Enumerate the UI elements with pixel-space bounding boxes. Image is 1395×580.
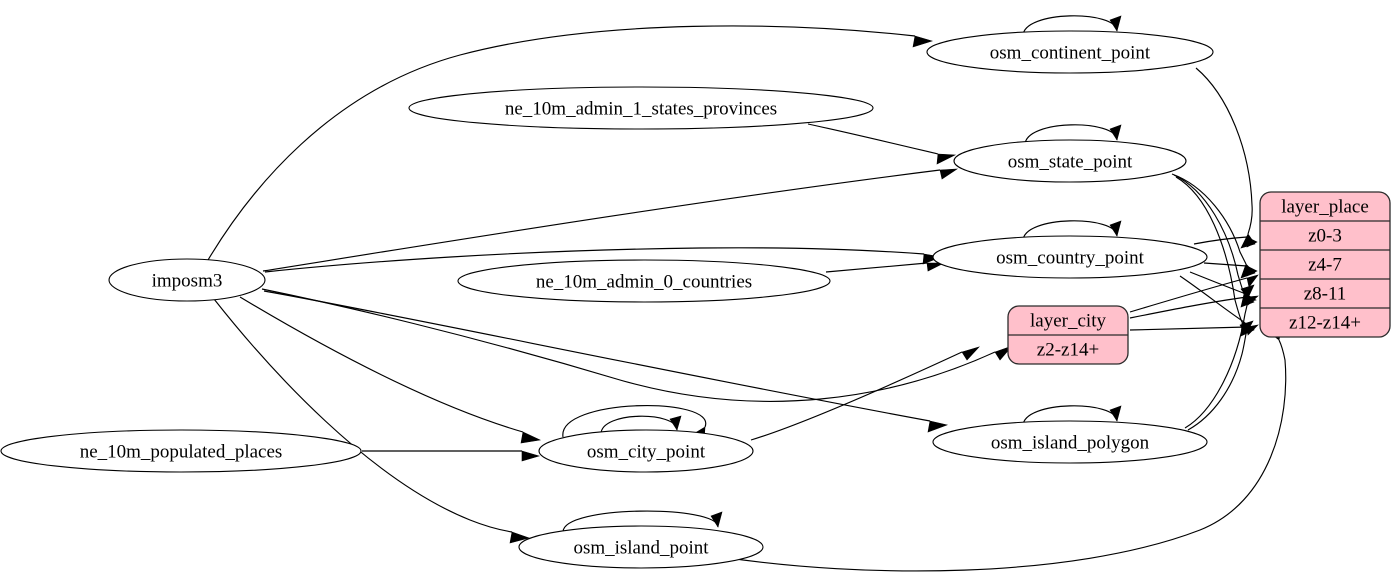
node-layer_city[interactable]: layer_city z2-z14+ xyxy=(1007,305,1129,365)
node-ne_10m_admin_1_states_provinces-label: ne_10m_admin_1_states_provinces xyxy=(505,99,777,120)
arrowhead-imposm3-osm_island_polygon xyxy=(927,420,949,433)
node-layer_city-row-z2-z14[interactable]: z2-z14+ xyxy=(1037,340,1099,361)
node-osm_island_point-label: osm_island_point xyxy=(573,538,709,559)
layer-node-group: layer_city z2-z14+ layer_place z0-3 z4-7… xyxy=(1007,191,1391,365)
edge-osm_island_polygon-to-layer_place-z8-11 xyxy=(1184,297,1249,429)
arrowhead-layer_city-layer_place-z4-7 xyxy=(1246,274,1259,288)
node-imposm3-label: imposm3 xyxy=(152,271,223,292)
node-layer_place-row-z8-11[interactable]: z8-11 xyxy=(1304,284,1347,305)
arrowhead-layer_city-layer_place-z12 xyxy=(1246,324,1259,336)
arrowhead-imposm3-osm_state_point xyxy=(939,168,959,180)
edge-imposm3-to-osm_state_point xyxy=(262,169,941,272)
node-ne_10m_admin_1_states_provinces-shape[interactable] xyxy=(408,86,874,130)
node-osm_island_point[interactable]: osm_island_point xyxy=(518,525,764,569)
node-osm_city_point[interactable]: osm_city_point xyxy=(538,429,754,473)
edge-osm_country_point-to-layer_place-z4-7 xyxy=(1203,262,1248,267)
arrowhead-selfloop-osm_city_point-inner xyxy=(669,415,682,431)
arrowhead-layer_city-layer_place-z8-11 xyxy=(1246,295,1259,306)
edge-osm_city_point-to-layer_city xyxy=(750,351,963,441)
arrowhead-selfloop-osm_island_point xyxy=(710,511,723,528)
edge-imposm3-to-osm_city_point xyxy=(239,296,524,433)
node-osm_island_polygon[interactable]: osm_island_polygon xyxy=(932,420,1208,464)
arrowhead-imposm3-osm_city_point xyxy=(520,431,542,444)
selfloop-osm_city_point-outer xyxy=(562,405,707,438)
arrowhead-selfloop-osm_island_polygon xyxy=(1109,405,1122,422)
node-osm_state_point-label: osm_state_point xyxy=(1008,152,1133,173)
edge-osm_continent_point-to-layer_place-z0-3 xyxy=(1195,67,1253,235)
edge-osm_country_point-to-layer_place-z0-3 xyxy=(1193,236,1248,245)
node-ne_10m_admin_0_countries-label: ne_10m_admin_0_countries xyxy=(536,272,752,293)
arrowhead-selfloop-osm_state_point xyxy=(1109,124,1122,141)
node-ne_10m_populated_places-label: ne_10m_populated_places xyxy=(80,442,283,463)
node-layer_place-row-z4-7[interactable]: z4-7 xyxy=(1308,255,1342,276)
node-osm_continent_point-shape[interactable] xyxy=(926,30,1214,74)
node-osm_island_polygon-shape[interactable] xyxy=(932,420,1208,464)
node-layer_place-row-z12-z14[interactable]: z12-z14+ xyxy=(1289,313,1361,334)
node-layer_place-row-z0-3[interactable]: z0-3 xyxy=(1308,226,1342,247)
arrowhead-osm_island_polygon-layer_place-z8-11 xyxy=(1240,284,1255,299)
table-node-group: osm_continent_point osm_state_point osm_… xyxy=(518,30,1214,569)
edge-imposm3-to-osm_island_point xyxy=(213,298,513,533)
edge-imposm3-to-layer_city xyxy=(261,288,996,402)
edge-osm_state_point-to-layer_place-z12 xyxy=(1175,176,1243,323)
node-layer_place-header: layer_place xyxy=(1281,197,1369,218)
node-imposm3-shape[interactable] xyxy=(108,258,266,302)
node-osm_country_point-label: osm_country_point xyxy=(996,248,1144,269)
edge-osm_state_point-to-layer_place-z4-7 xyxy=(1171,173,1247,265)
node-ne_10m_admin_1_states_provinces[interactable]: ne_10m_admin_1_states_provinces xyxy=(408,86,874,130)
node-osm_continent_point-label: osm_continent_point xyxy=(990,43,1151,64)
arrowhead-selfloop-osm_continent_point xyxy=(1109,15,1122,32)
node-osm_country_point-shape[interactable] xyxy=(932,235,1208,279)
edge-osm_island_polygon-to-layer_place-z12 xyxy=(1187,333,1247,431)
source-node-group: imposm3 ne_10m_admin_1_states_provinces … xyxy=(0,86,874,473)
node-ne_10m_admin_0_countries-shape[interactable] xyxy=(457,259,831,303)
arrowhead-selfloop-osm_country_point xyxy=(1109,220,1122,237)
arrowhead-imposm3-osm_continent_point xyxy=(912,35,934,48)
node-ne_10m_populated_places[interactable]: ne_10m_populated_places xyxy=(0,429,362,473)
node-ne_10m_admin_0_countries[interactable]: ne_10m_admin_0_countries xyxy=(457,259,831,303)
node-layer_place-shape[interactable] xyxy=(1259,191,1391,338)
node-osm_state_point-shape[interactable] xyxy=(953,139,1187,183)
edge-ne_admin0-to-osm_country_point xyxy=(825,262,928,273)
edge-layer_city-to-layer_place-z4-7 xyxy=(1129,277,1248,313)
node-layer_city-header: layer_city xyxy=(1030,311,1106,332)
node-osm_country_point[interactable]: osm_country_point xyxy=(932,235,1208,279)
edge-imposm3-to-osm_country_point xyxy=(264,247,925,273)
node-osm_state_point[interactable]: osm_state_point xyxy=(953,139,1187,183)
arrowhead-ne_admin1-osm_state_point xyxy=(936,153,957,165)
node-ne_10m_populated_places-shape[interactable] xyxy=(0,429,362,473)
edge-layer xyxy=(207,15,1287,572)
arrowhead-imposm3-osm_island_point xyxy=(509,531,531,544)
edge-imposm3-to-osm_island_polygon xyxy=(263,290,931,422)
node-osm_city_point-shape[interactable] xyxy=(538,429,754,473)
node-imposm3[interactable]: imposm3 xyxy=(108,258,266,302)
arrowhead-osm_country_point-layer_place-z4-7 xyxy=(1246,265,1258,277)
arrowhead-ne_populated-osm_city_point xyxy=(521,450,541,462)
selfloop-osm_island_point xyxy=(562,510,719,533)
edge-layer_city-to-layer_place-z12 xyxy=(1129,326,1248,331)
arrowhead-osm_country_point-layer_place-z0-3 xyxy=(1246,236,1258,248)
arrowhead-ne_admin0-osm_country_point xyxy=(926,262,945,272)
edge-imposm3-to-osm_continent_point xyxy=(207,25,916,261)
node-osm_continent_point[interactable]: osm_continent_point xyxy=(926,30,1214,74)
edge-ne_admin1-to-osm_state_point xyxy=(807,123,939,155)
node-layer_place[interactable]: layer_place z0-3 z4-7 z8-11 z12-z14+ xyxy=(1259,191,1391,338)
edge-osm_country_point-to-layer_place-z8-11 xyxy=(1189,271,1247,295)
node-osm_city_point-label: osm_city_point xyxy=(587,442,706,463)
edge-layer_city-to-layer_place-z8-11 xyxy=(1129,296,1248,319)
node-osm_island_polygon-label: osm_island_polygon xyxy=(991,433,1150,454)
node-osm_island_point-shape[interactable] xyxy=(518,525,764,569)
edge-osm_country_point-to-layer_place-z12 xyxy=(1179,275,1245,323)
edge-osm_island_point-to-layer_place-z12 xyxy=(721,339,1287,572)
arrowhead-osm_city_point-layer_city xyxy=(961,346,980,361)
